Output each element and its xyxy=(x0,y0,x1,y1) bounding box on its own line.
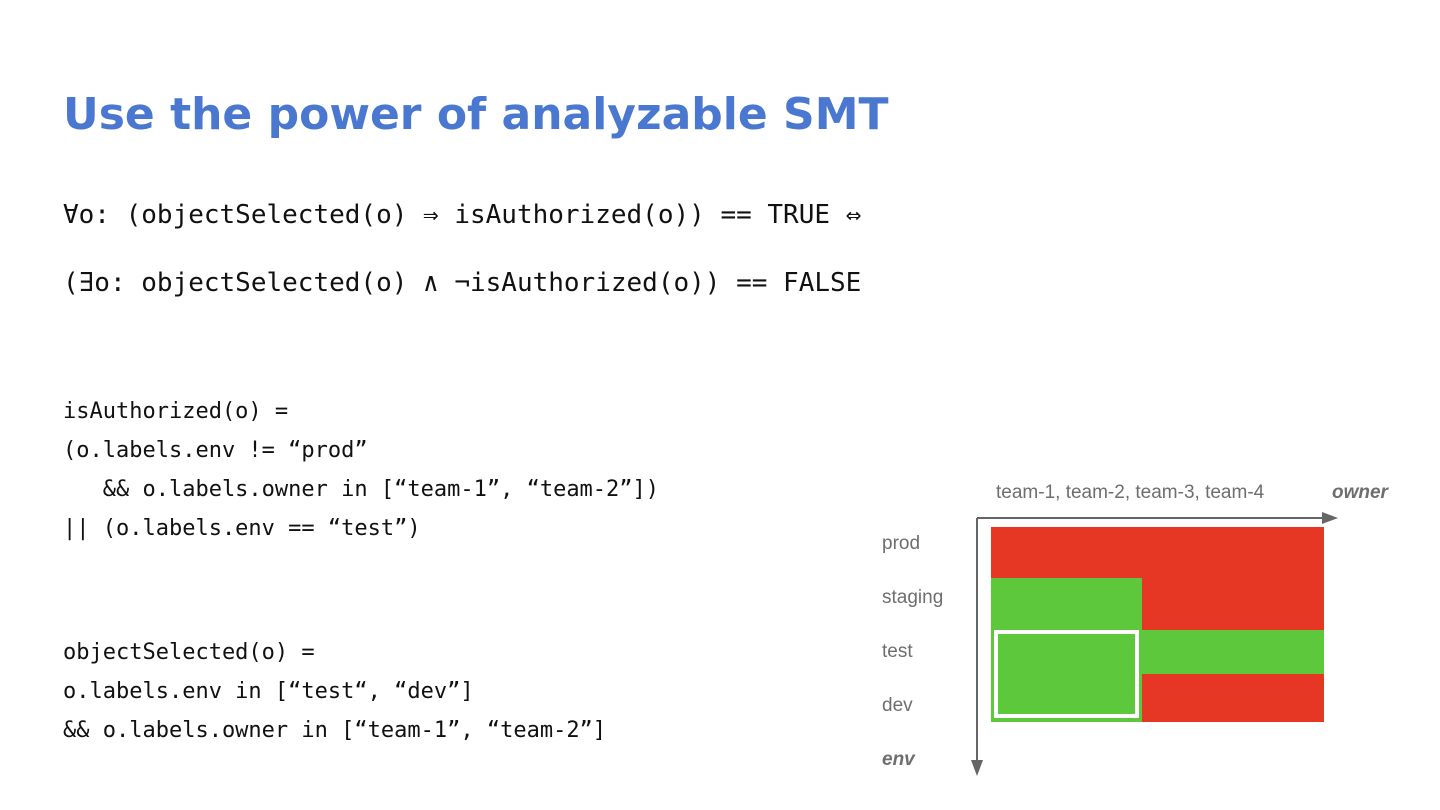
is-authorized-code-block: isAuthorized(o) = (o.labels.env != “prod… xyxy=(63,392,659,548)
selection-outline xyxy=(994,630,1139,718)
authorization-grid xyxy=(971,512,1338,776)
region-staging-team-1-2 xyxy=(991,578,1142,631)
region-prod-all-owners xyxy=(991,527,1324,579)
object-selected-code-block: objectSelected(o) = o.labels.env in [“te… xyxy=(63,633,606,750)
row-label-staging: staging xyxy=(882,587,944,608)
code-line: && o.labels.owner in [“team-1”, “team-2”… xyxy=(63,718,607,743)
region-dev-team-3-4 xyxy=(1142,674,1324,722)
env-axis-arrowhead xyxy=(971,760,983,776)
authorization-diagram: team-1, team-2, team-3, team-4 owner pro… xyxy=(860,470,1420,790)
row-label-test: test xyxy=(882,641,913,662)
forall-formula: ∀o: (objectSelected(o) ⇒ isAuthorized(o)… xyxy=(63,200,862,230)
row-label-prod: prod xyxy=(882,533,921,554)
code-line: isAuthorized(o) = xyxy=(63,399,289,424)
env-axis-label: env xyxy=(882,749,915,770)
region-staging-team-3-4 xyxy=(1142,578,1324,631)
code-line: o.labels.env in [“test“, “dev”] xyxy=(63,679,474,704)
code-line: && o.labels.owner in [“team-1”, “team-2”… xyxy=(63,477,660,502)
exists-formula: (∃o: objectSelected(o) ∧ ¬isAuthorized(o… xyxy=(63,268,862,298)
slide-title: Use the power of analyzable SMT xyxy=(63,89,889,140)
code-line: || (o.labels.env == “test”) xyxy=(63,516,421,541)
owner-axis-label: owner xyxy=(1332,482,1388,503)
row-label-dev: dev xyxy=(882,695,913,716)
code-line: (o.labels.env != “prod” xyxy=(63,438,368,463)
region-test-all-owners xyxy=(991,630,1324,675)
owner-tick-labels: team-1, team-2, team-3, team-4 xyxy=(996,482,1265,503)
owner-axis-arrowhead xyxy=(1322,512,1338,524)
code-line: objectSelected(o) = xyxy=(63,640,315,665)
